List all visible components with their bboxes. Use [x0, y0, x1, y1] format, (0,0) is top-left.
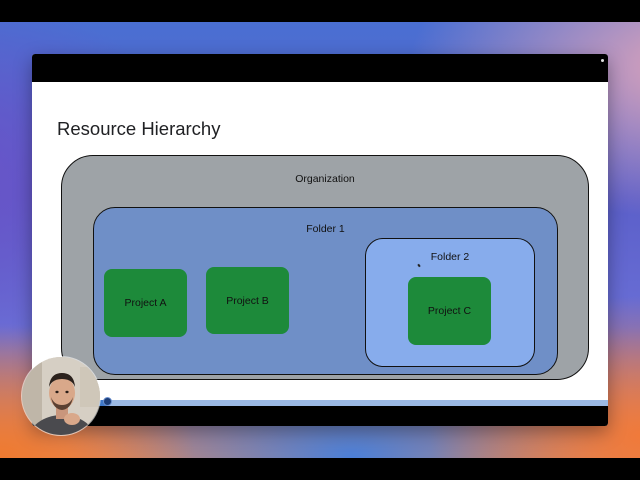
playback-scrubber-handle[interactable] — [103, 397, 112, 406]
organization-box: Organization Folder 1 Project A Project … — [61, 155, 589, 380]
slide-title: Resource Hierarchy — [57, 118, 221, 139]
project-b-box: Project B — [206, 267, 289, 334]
window-bottom-bar — [32, 406, 608, 426]
presentation-window: Resource Hierarchy Organization Folder 1… — [32, 54, 608, 426]
pointer-mark — [417, 263, 421, 268]
project-c-box: Project C — [408, 277, 491, 345]
presenter-webcam — [22, 357, 100, 435]
folder-1-box: Folder 1 Project A Project B Folder 2 Pr… — [93, 207, 558, 375]
folder-2-box: Folder 2 Project C — [365, 238, 535, 367]
presenter-avatar — [22, 357, 100, 435]
organization-label: Organization — [295, 173, 355, 185]
slide-canvas: Resource Hierarchy Organization Folder 1… — [32, 82, 608, 400]
project-a-box: Project A — [104, 269, 187, 337]
folder-2-label: Folder 2 — [430, 251, 470, 263]
folder-1-label: Folder 1 — [306, 223, 345, 235]
window-indicator-dot — [601, 59, 604, 62]
window-top-bar — [32, 54, 608, 82]
